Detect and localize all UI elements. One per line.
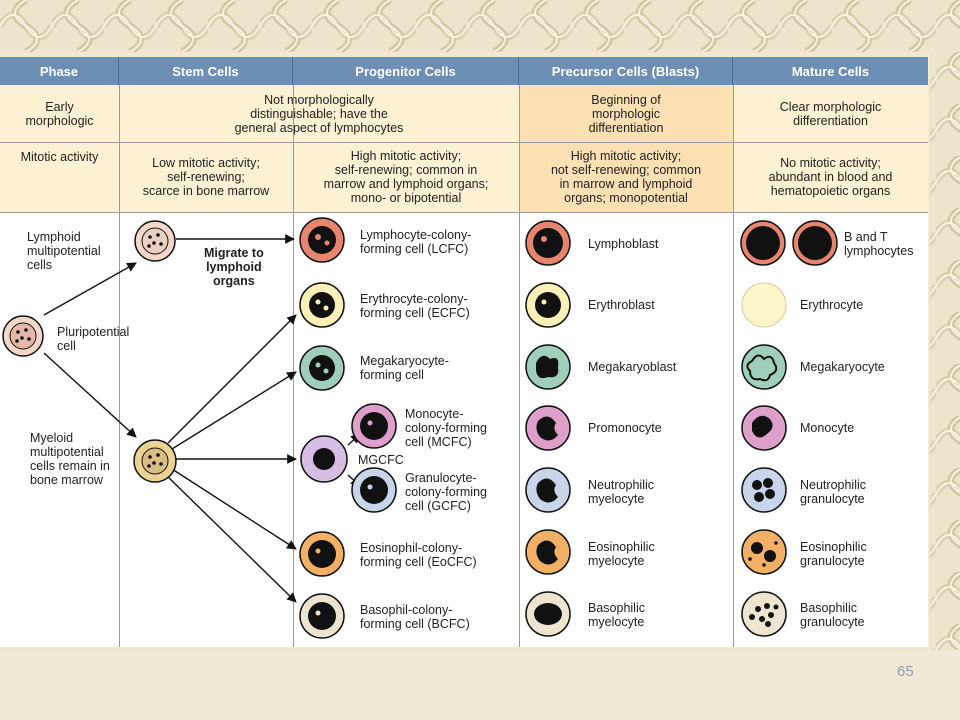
label-erythroblast: Erythroblast (588, 298, 655, 312)
arrow-pluri-to-lymphoid (43, 262, 137, 316)
column-divider (519, 85, 520, 647)
column-divider (293, 85, 294, 647)
row-early-phase: Early morphologic (0, 85, 119, 142)
column-divider (119, 85, 120, 647)
label-ecfc: Erythrocyte-colony- forming cell (ECFC) (360, 292, 470, 320)
lineage-arrows (43, 234, 361, 603)
myeloid-multipotential-cell-icon (133, 439, 177, 483)
mcfc-cell-icon (351, 403, 397, 449)
ecfc-cell-icon (299, 282, 345, 328)
column-divider (733, 85, 734, 647)
header-mature-cells: Mature Cells (733, 57, 928, 85)
label-gcfc: Granulocyte- colony-forming cell (GCFC) (405, 471, 487, 513)
megakaryocyte-forming-cell-icon (299, 345, 345, 391)
arrow-myeloid-to-eocfc (171, 468, 297, 550)
erythroblast-cell-icon (525, 282, 571, 328)
gcfc-cell-icon (351, 467, 397, 513)
eosinophilic-granulocyte-cell-icon (741, 529, 787, 575)
monocyte-cell-icon (741, 405, 787, 451)
mgcfc-cell-icon (300, 435, 348, 483)
row-mitotic-progenitor: High mitotic activity; self-renewing; co… (293, 142, 519, 212)
hematopoiesis-diagram: Phase Stem Cells Progenitor Cells Precur… (0, 57, 928, 647)
label-eosinophilic-granulocyte: Eosinophilic granulocyte (800, 540, 867, 568)
bcfc-cell-icon (299, 593, 345, 639)
basophilic-granulocyte-cell-icon (741, 591, 787, 637)
neutrophilic-granulocyte-cell-icon (741, 467, 787, 513)
arrow-myeloid-to-ecfc (167, 314, 297, 444)
label-megakaryocyte-forming: Megakaryocyte- forming cell (360, 354, 449, 382)
row-mitotic-phase: Mitotic activity (0, 142, 119, 212)
lcfc-cell-icon (299, 217, 345, 263)
label-promonocyte: Promonocyte (588, 421, 662, 435)
label-mcfc: Monocyte- colony-forming cell (MCFC) (405, 407, 487, 449)
page-number: 65 (897, 663, 914, 680)
label-migrate: Migrate to lymphoid organs (204, 246, 264, 288)
label-myeloid-multipotential: Myeloid multipotential cells remain in b… (30, 431, 110, 487)
label-erythrocyte: Erythrocyte (800, 298, 864, 312)
row-early-mature: Clear morphologic differentiation (733, 85, 928, 142)
eosinophilic-myelocyte-cell-icon (525, 529, 571, 575)
label-lymphoblast: Lymphoblast (588, 237, 659, 251)
row-mitotic-mature: No mitotic activity; abundant in blood a… (733, 142, 928, 212)
basophilic-myelocyte-cell-icon (525, 591, 571, 637)
label-eosinophilic-myelocyte: Eosinophilic myelocyte (588, 540, 655, 568)
label-basophilic-myelocyte: Basophilic myelocyte (588, 601, 645, 629)
arrow-myeloid-to-mega (171, 371, 297, 450)
label-neutrophilic-myelocyte: Neutrophilic myelocyte (588, 478, 655, 506)
eocfc-cell-icon (299, 531, 345, 577)
label-monocyte: Monocyte (800, 421, 855, 435)
lymphoblast-cell-icon (525, 220, 571, 266)
arrow-pluri-to-myeloid (43, 352, 137, 438)
label-megakaryocyte: Megakaryocyte (800, 360, 885, 374)
row-divider (0, 212, 928, 213)
cell-illustrations (2, 217, 838, 639)
label-eocfc: Eosinophil-colony- forming cell (EoCFC) (360, 541, 477, 569)
b-lymphocyte-cell-icon (740, 220, 786, 266)
label-bcfc: Basophil-colony- forming cell (BCFC) (360, 603, 470, 631)
label-lymphoid-multipotential: Lymphoid multipotential cells (27, 230, 101, 272)
row-divider (0, 142, 928, 143)
row-early-stem-progenitor: Not morphologically distinguishable; hav… (119, 85, 519, 142)
label-mgcfc: MGCFC (358, 453, 404, 467)
megakaryoblast-cell-icon (525, 344, 571, 390)
promonocyte-cell-icon (525, 405, 571, 451)
lymphoid-multipotential-cell-icon (134, 220, 176, 262)
t-lymphocyte-cell-icon (792, 220, 838, 266)
header-progenitor-cells: Progenitor Cells (293, 57, 519, 85)
row-mitotic-precursor: High mitotic activity; not self-renewing… (519, 142, 733, 212)
row-mitotic-stem: Low mitotic activity; self-renewing; sca… (119, 142, 293, 212)
label-lcfc: Lymphocyte-colony- forming cell (LCFC) (360, 228, 472, 256)
label-megakaryoblast: Megakaryoblast (588, 360, 677, 374)
label-pluripotential: Pluripotential cell (57, 325, 130, 353)
label-b-and-t-lymphocytes: B and T lymphocytes (844, 230, 914, 258)
label-neutrophilic-granulocyte: Neutrophilic granulocyte (800, 478, 867, 506)
header-phase: Phase (0, 57, 119, 85)
row-early-precursor: Beginning of morphologic differentiation (519, 85, 733, 142)
pluripotential-cell-icon (2, 315, 44, 357)
megakaryocyte-cell-icon (741, 344, 787, 390)
label-basophilic-granulocyte: Basophilic granulocyte (800, 601, 865, 629)
neutrophilic-myelocyte-cell-icon (525, 467, 571, 513)
header-stem-cells: Stem Cells (119, 57, 293, 85)
arrow-myeloid-to-bcfc (165, 474, 297, 603)
header-precursor-cells: Precursor Cells (Blasts) (519, 57, 733, 85)
erythrocyte-cell-icon (741, 282, 787, 328)
